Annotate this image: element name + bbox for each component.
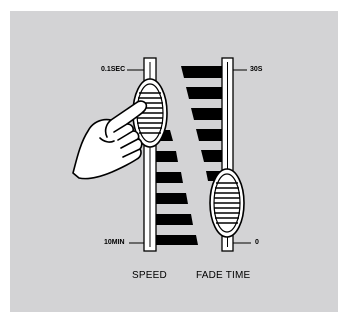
speed-fader-name: SPEED bbox=[132, 270, 167, 281]
fade-time-bottom-label: 0 bbox=[255, 239, 259, 247]
speed-top-label: 0.1SEC bbox=[101, 66, 125, 74]
speed-bottom-label: 10MIN bbox=[104, 239, 125, 247]
fade-time-top-label: 30S bbox=[250, 66, 262, 74]
fader-knob-icon[interactable] bbox=[210, 169, 244, 237]
fade-time-fader-name: FADE TIME bbox=[196, 270, 250, 281]
